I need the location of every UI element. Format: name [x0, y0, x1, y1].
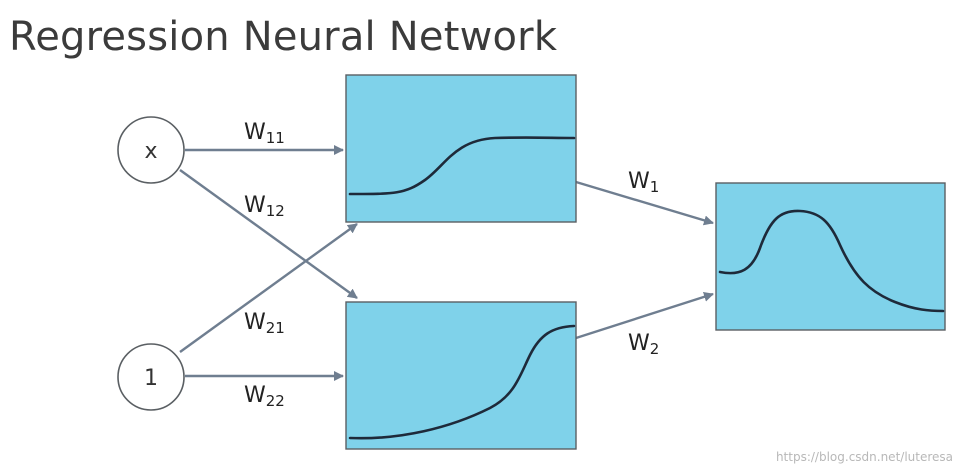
hidden-node-1-curve	[348, 136, 576, 196]
input-node-x: x	[117, 116, 185, 184]
hidden-node-1	[345, 74, 577, 223]
edge-x-to-hidden2	[179, 169, 358, 299]
watermark: https://blog.csdn.net/luteresa	[775, 450, 953, 464]
hidden-node-2-curve	[348, 324, 576, 440]
page-title: Regression Neural Network	[9, 14, 558, 60]
input-node-bias-label: 1	[144, 366, 158, 391]
input-node-x-label: x	[144, 139, 157, 164]
weight-label-w11: W11	[244, 120, 285, 147]
edge-hidden2-to-output	[575, 291, 714, 340]
output-node	[715, 182, 946, 331]
edge-bias-to-hidden1	[179, 223, 358, 353]
output-node-curve	[718, 209, 945, 313]
weight-label-w2: W2	[628, 331, 659, 358]
weight-label-w22: W22	[244, 383, 285, 410]
weight-label-w12: W12	[244, 193, 285, 220]
input-node-bias: 1	[117, 343, 185, 411]
hidden-node-2	[345, 301, 577, 450]
weight-label-w1: W1	[628, 169, 659, 196]
weight-label-w21: W21	[244, 310, 285, 337]
edge-hidden1-to-output	[575, 180, 714, 226]
